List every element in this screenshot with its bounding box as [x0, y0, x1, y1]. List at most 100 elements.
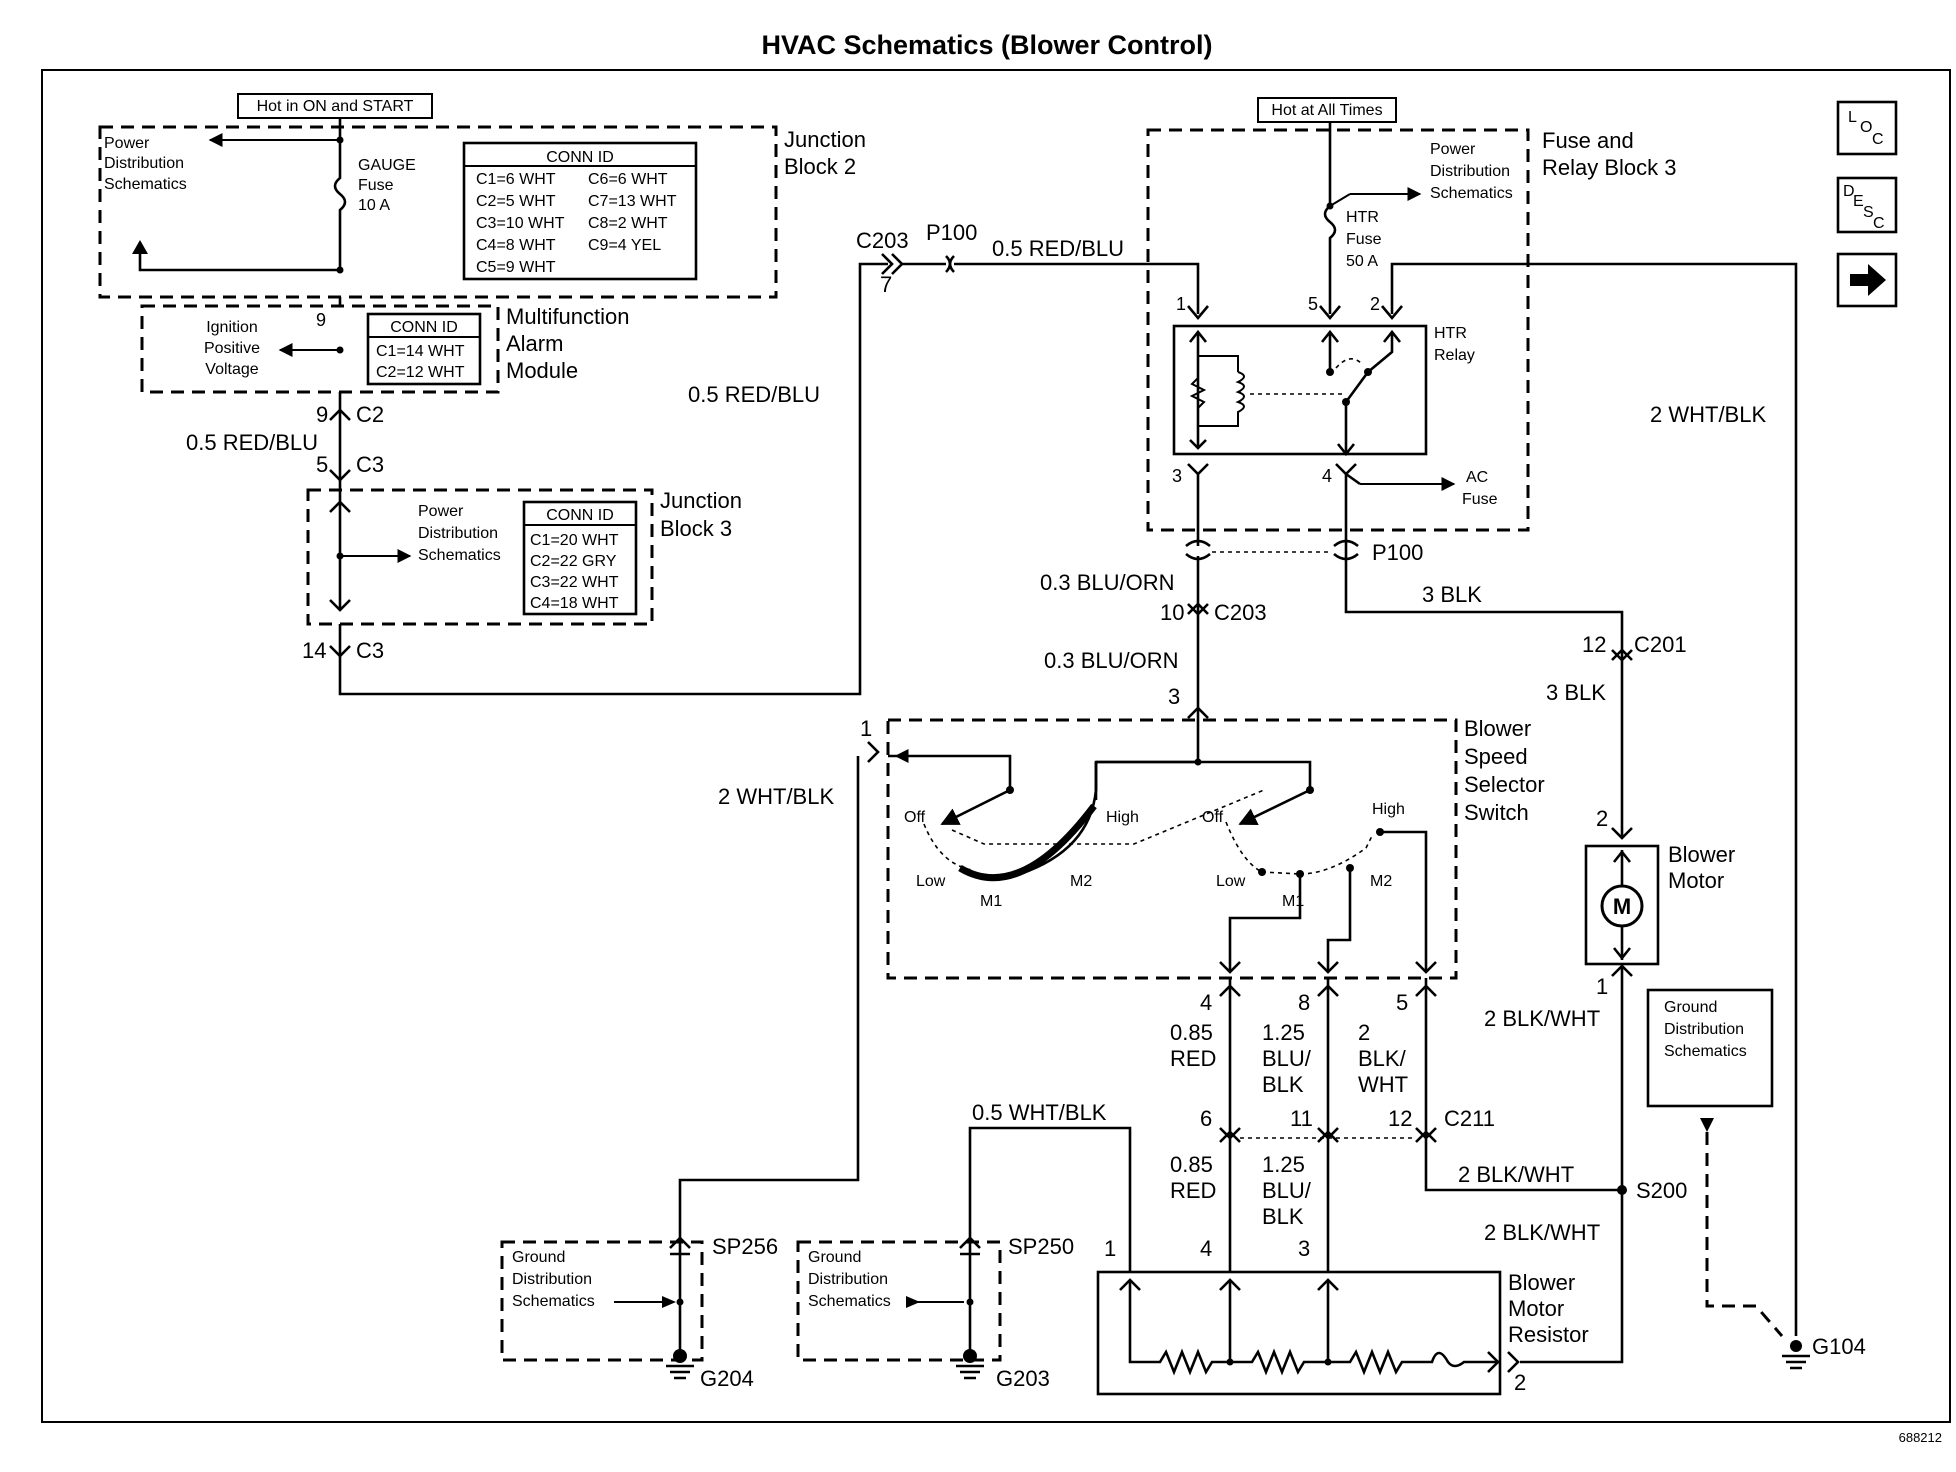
svg-text:G204: G204	[700, 1366, 754, 1391]
svg-text:C: C	[1872, 131, 1884, 148]
svg-text:Distribution: Distribution	[808, 1271, 888, 1288]
svg-text:C4=18 WHT: C4=18 WHT	[530, 595, 619, 612]
svg-text:Module: Module	[506, 358, 578, 383]
svg-text:2: 2	[1358, 1020, 1370, 1045]
svg-text:Low: Low	[916, 873, 946, 890]
ground-g203: Ground Distribution Schematics SP250 G20…	[796, 1234, 1074, 1391]
svg-text:Alarm: Alarm	[506, 331, 563, 356]
svg-text:Distribution: Distribution	[1430, 163, 1510, 180]
svg-text:High: High	[1372, 801, 1405, 818]
svg-text:1: 1	[860, 716, 872, 741]
svg-text:C: C	[1873, 215, 1885, 232]
svg-text:Off: Off	[1202, 809, 1224, 826]
svg-text:G203: G203	[996, 1366, 1050, 1391]
diagram-frame	[41, 69, 1951, 1423]
svg-text:Junction: Junction	[660, 488, 742, 513]
svg-text:3: 3	[1172, 466, 1182, 486]
svg-text:RED: RED	[1170, 1046, 1216, 1071]
svg-text:C2=12 WHT: C2=12 WHT	[376, 364, 465, 381]
motor-symbol: M	[1613, 894, 1631, 919]
multifunction-alarm-module: Ignition Positive Voltage 9 CONN ID C1=1…	[140, 304, 630, 394]
svg-text:Blower: Blower	[1464, 716, 1531, 741]
junction-block-2: Hot in ON and START Power Distribution S…	[98, 93, 866, 299]
svg-text:L: L	[1848, 109, 1857, 126]
svg-text:GAUGE: GAUGE	[358, 157, 416, 174]
blower-motor-resistor: 1 4 3 2 Blower Motor Resistor	[1096, 1236, 1589, 1396]
svg-text:10 A: 10 A	[358, 197, 390, 214]
svg-text:C6=6 WHT: C6=6 WHT	[588, 171, 668, 188]
svg-text:Power: Power	[104, 135, 150, 152]
svg-text:Relay: Relay	[1434, 347, 1475, 364]
svg-text:C4=8 WHT: C4=8 WHT	[476, 237, 556, 254]
svg-text:Positive: Positive	[204, 340, 260, 357]
svg-text:CONN ID: CONN ID	[546, 507, 614, 524]
svg-text:Schematics: Schematics	[418, 547, 501, 564]
diagram-title: HVAC Schematics (Blower Control)	[761, 30, 1212, 60]
svg-text:0.5 RED/BLU: 0.5 RED/BLU	[688, 382, 820, 407]
htr-relay	[1172, 324, 1428, 456]
svg-text:Schematics: Schematics	[512, 1293, 595, 1310]
svg-text:Voltage: Voltage	[205, 361, 258, 378]
desc-button[interactable]: D E S C	[1836, 176, 1898, 234]
svg-text:2: 2	[1370, 294, 1380, 314]
svg-text:0.5 WHT/BLK: 0.5 WHT/BLK	[972, 1100, 1107, 1125]
svg-text:Multifunction: Multifunction	[506, 304, 630, 329]
svg-text:M2: M2	[1070, 873, 1092, 890]
svg-text:Power: Power	[1430, 141, 1476, 158]
svg-text:12: 12	[1388, 1106, 1412, 1131]
svg-text:C1=20 WHT: C1=20 WHT	[530, 532, 619, 549]
svg-text:Block 2: Block 2	[784, 154, 856, 179]
ground-distribution-g104: Ground Distribution Schematics G104	[1646, 988, 1866, 1370]
svg-text:O: O	[1860, 119, 1872, 136]
svg-text:HTR: HTR	[1346, 209, 1379, 226]
jb3-conn-id-table	[522, 500, 638, 616]
right-arrow-icon	[1850, 264, 1886, 296]
svg-text:M2: M2	[1370, 873, 1392, 890]
svg-text:C3=10 WHT: C3=10 WHT	[476, 215, 565, 232]
svg-text:RED: RED	[1170, 1178, 1216, 1203]
loc-button[interactable]: L O C	[1836, 100, 1898, 156]
svg-text:Speed: Speed	[1464, 744, 1528, 769]
svg-text:Resistor: Resistor	[1508, 1322, 1589, 1347]
svg-text:Distribution: Distribution	[418, 525, 498, 542]
svg-text:S200: S200	[1636, 1178, 1687, 1203]
svg-text:C7=13 WHT: C7=13 WHT	[588, 193, 677, 210]
svg-text:7: 7	[880, 272, 892, 297]
svg-text:BLK: BLK	[1262, 1072, 1304, 1097]
svg-text:WHT: WHT	[1358, 1072, 1408, 1097]
svg-text:BLK: BLK	[1262, 1204, 1304, 1229]
svg-text:C3=22 WHT: C3=22 WHT	[530, 574, 619, 591]
svg-text:P100: P100	[1372, 540, 1423, 565]
svg-text:Block 3: Block 3	[660, 516, 732, 541]
svg-text:3 BLK: 3 BLK	[1422, 582, 1482, 607]
svg-text:SP250: SP250	[1008, 1234, 1074, 1259]
svg-text:C5=9 WHT: C5=9 WHT	[476, 259, 556, 276]
svg-text:3: 3	[1168, 684, 1180, 709]
svg-text:BLU/: BLU/	[1262, 1046, 1312, 1071]
svg-text:C9=4 YEL: C9=4 YEL	[588, 237, 661, 254]
svg-text:Low: Low	[1216, 873, 1246, 890]
svg-text:Ground: Ground	[808, 1249, 861, 1266]
svg-text:0.85: 0.85	[1170, 1020, 1213, 1045]
svg-text:C2=5 WHT: C2=5 WHT	[476, 193, 556, 210]
svg-text:2 BLK/WHT: 2 BLK/WHT	[1484, 1220, 1600, 1245]
svg-text:1: 1	[1596, 974, 1608, 999]
svg-text:2 BLK/WHT: 2 BLK/WHT	[1458, 1162, 1574, 1187]
svg-text:C3: C3	[356, 638, 384, 663]
svg-text:4: 4	[1200, 1236, 1212, 1261]
blower-motor: M Blower Motor	[1584, 842, 1735, 966]
svg-text:5: 5	[316, 452, 328, 477]
svg-text:Distribution: Distribution	[1664, 1021, 1744, 1038]
svg-text:Fuse: Fuse	[358, 177, 394, 194]
svg-text:C2=22 GRY: C2=22 GRY	[530, 553, 617, 570]
svg-text:BLU/: BLU/	[1262, 1178, 1312, 1203]
svg-text:C211: C211	[1444, 1106, 1495, 1131]
svg-text:E: E	[1853, 193, 1864, 210]
svg-text:5: 5	[1308, 294, 1318, 314]
svg-text:C1=14 WHT: C1=14 WHT	[376, 343, 465, 360]
svg-text:5: 5	[1396, 990, 1408, 1015]
next-button[interactable]	[1836, 252, 1898, 308]
svg-text:1: 1	[1176, 294, 1186, 314]
svg-text:Power: Power	[418, 503, 464, 520]
